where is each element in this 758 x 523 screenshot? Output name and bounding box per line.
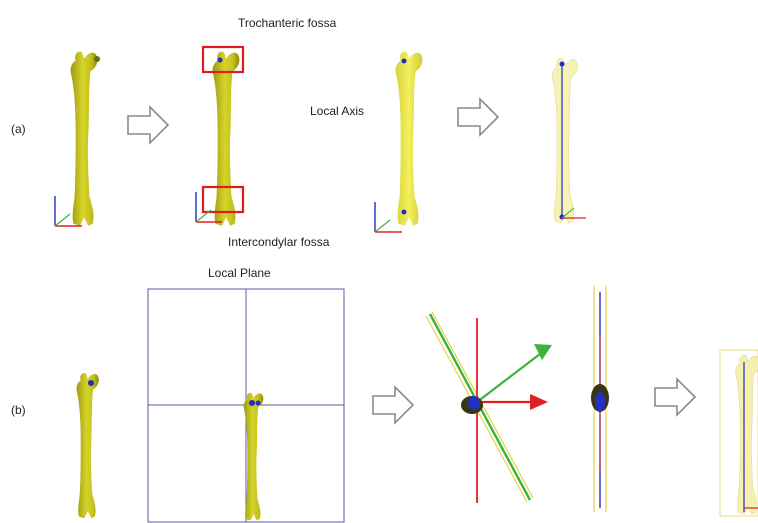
arrow-right-icon <box>128 107 168 143</box>
aligned-section <box>591 286 609 512</box>
row-b-label: (b) <box>11 403 26 417</box>
femur-bone-icon <box>552 58 577 223</box>
arrow-right-icon <box>655 379 695 415</box>
row-a-label: (a) <box>11 122 26 136</box>
femur-bone-icon <box>76 373 98 518</box>
arrow-right-icon <box>373 387 413 423</box>
trochanteric-fossa-label: Trochanteric fossa <box>238 16 336 30</box>
cross-section-axes <box>426 312 552 503</box>
femur-bone-icon <box>213 52 240 226</box>
arrow-right-icon <box>458 99 498 135</box>
femur-bone-icon <box>396 52 423 226</box>
local-plane-label: Local Plane <box>208 266 271 280</box>
local-axis-label: Local Axis <box>310 104 364 118</box>
femur-bone-icon <box>244 393 264 521</box>
intercondylar-fossa-label: Intercondylar fossa <box>228 235 329 249</box>
femur-bone-icon <box>720 350 758 516</box>
femur-bone-icon <box>71 52 100 226</box>
